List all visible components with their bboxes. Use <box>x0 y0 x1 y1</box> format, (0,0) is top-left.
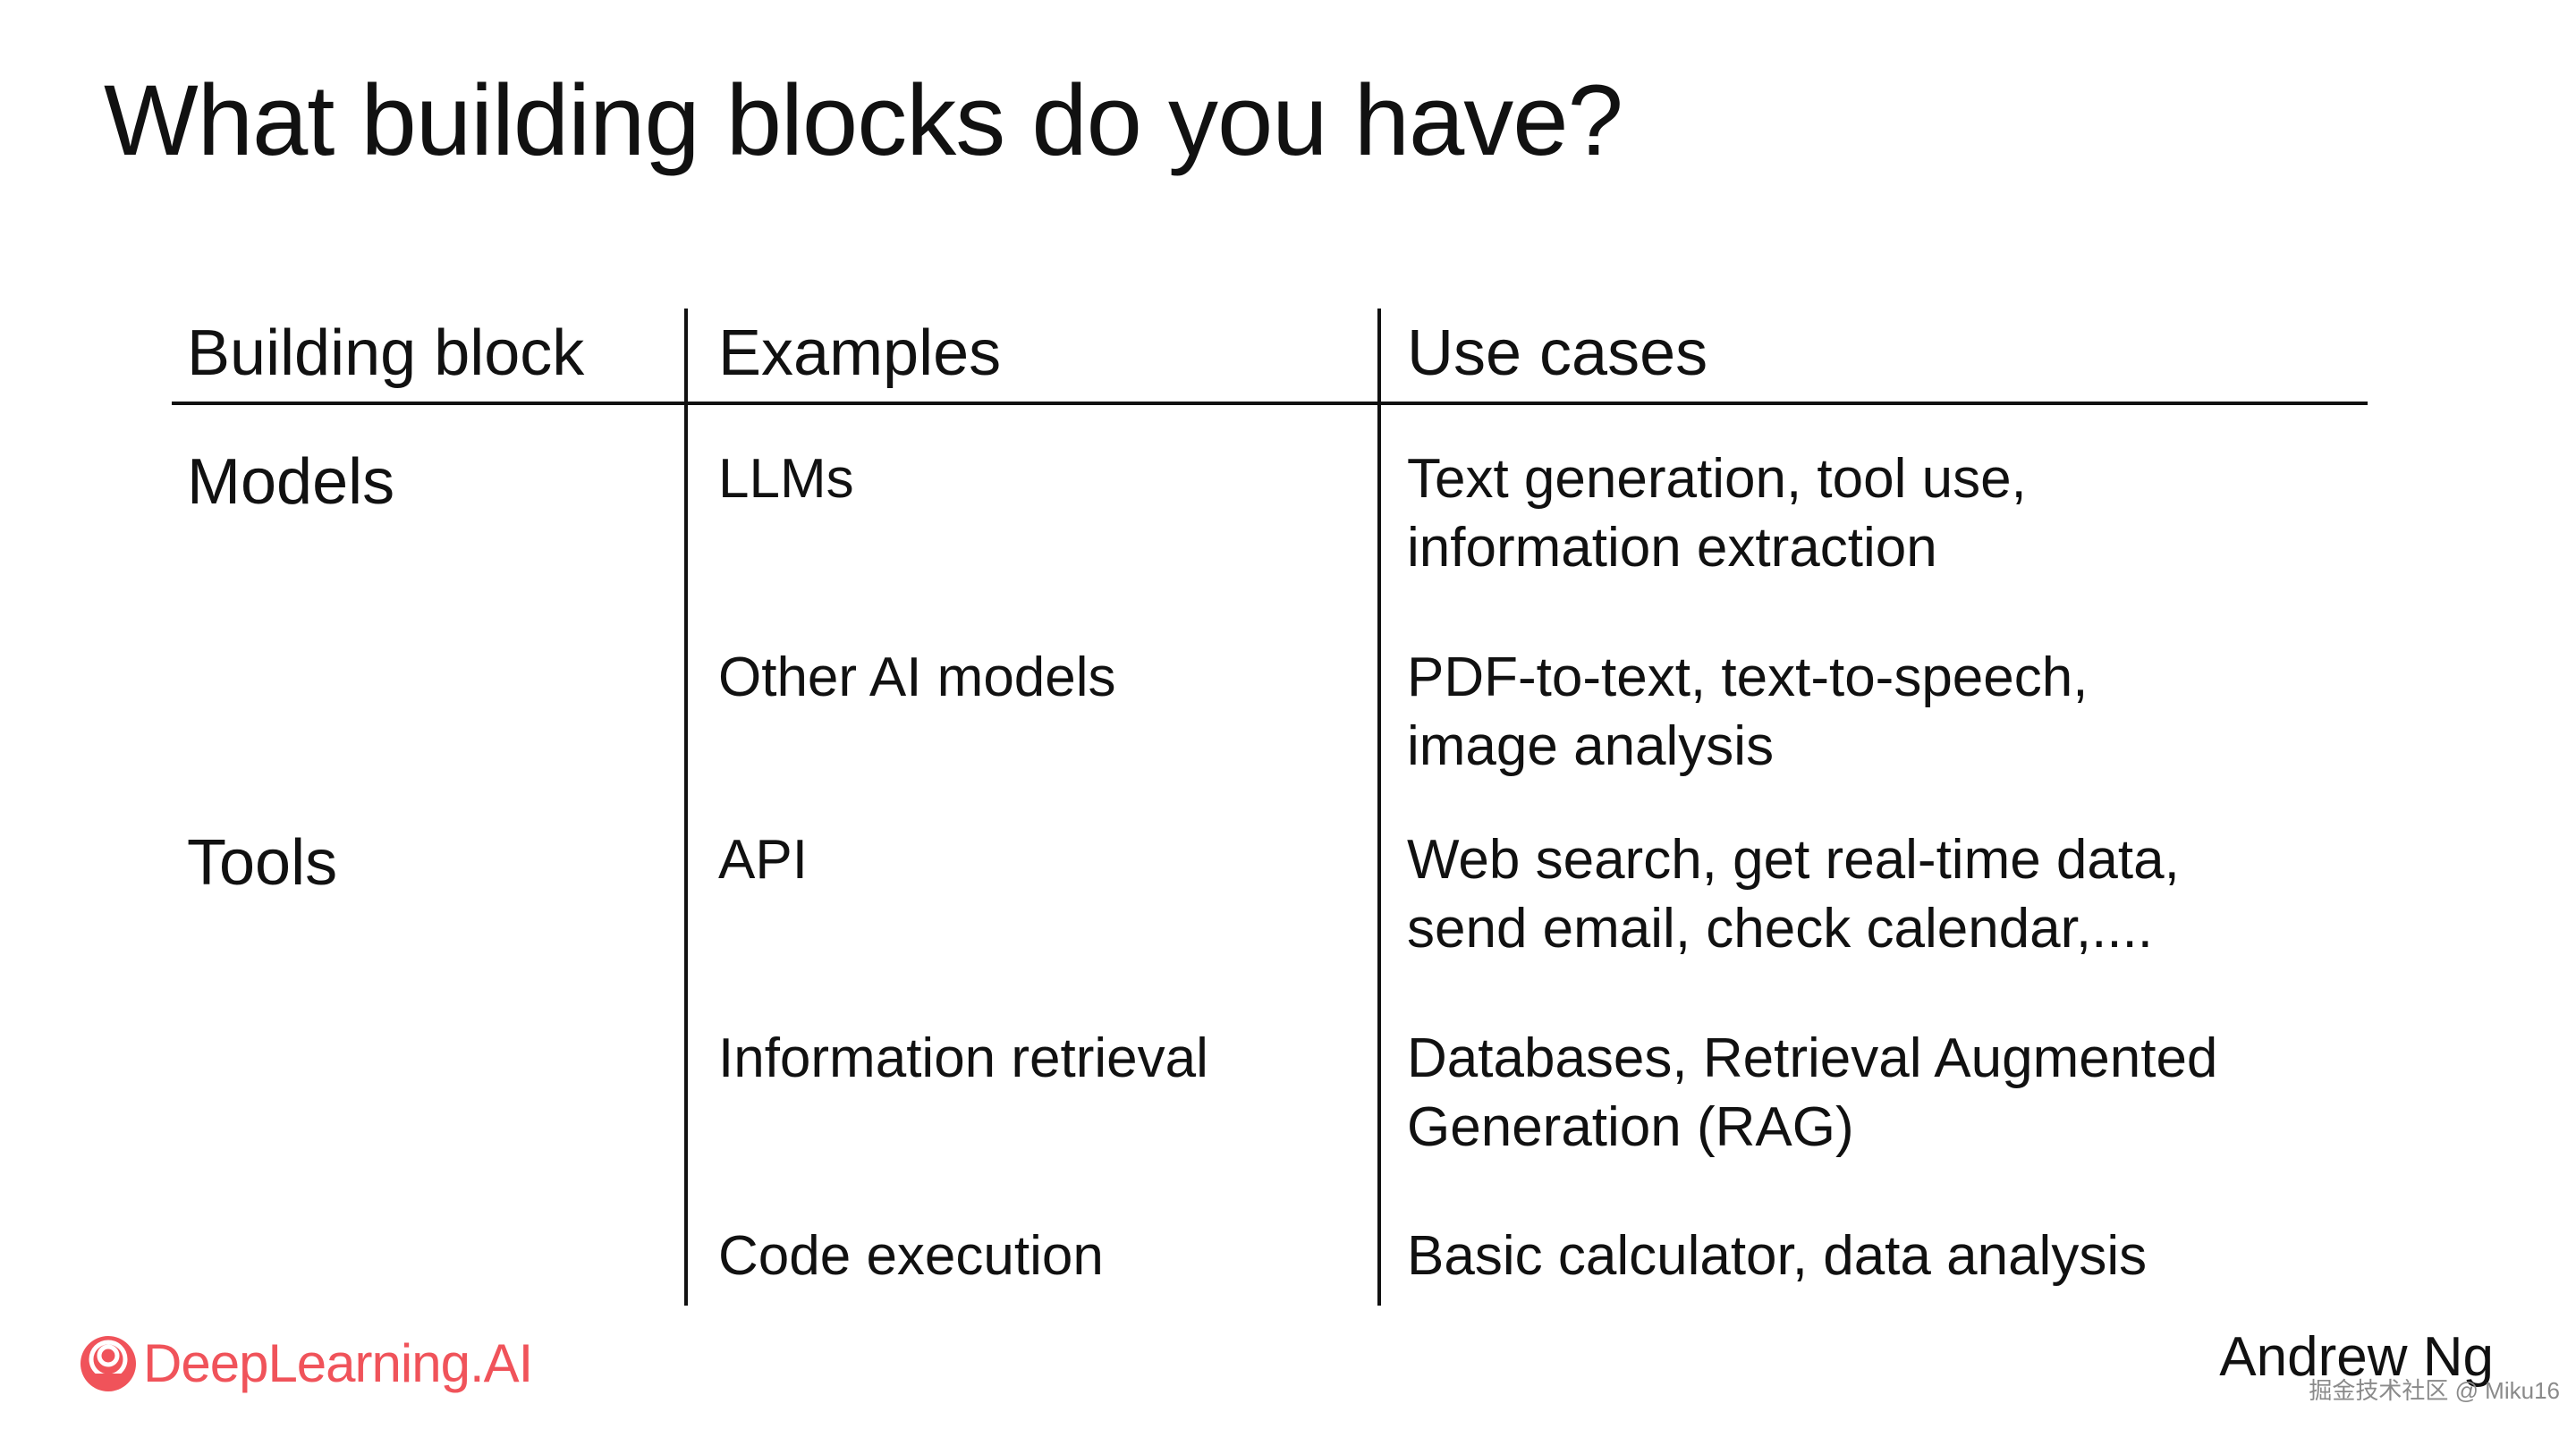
deeplearning-logo-icon <box>80 1336 136 1391</box>
slide-title: What building blocks do you have? <box>104 64 1623 176</box>
watermark: 掘金技术社区 @ Miku16 <box>2309 1377 2560 1404</box>
group-name-tools: Tools <box>187 827 338 899</box>
group-name-models: Models <box>187 446 395 518</box>
header-divider <box>172 402 2368 405</box>
example-api: API <box>718 829 808 891</box>
use-case-line: PDF-to-text, text-to-speech, <box>1407 647 2089 708</box>
use-case-line: send email, check calendar,.... <box>1407 898 2154 960</box>
brand-name: DeepLearning.AI <box>143 1333 533 1393</box>
use-case-line: Text generation, tool use, <box>1407 448 2027 510</box>
use-case-line: information extraction <box>1407 517 1937 579</box>
example-code-execution: Code execution <box>718 1225 1104 1287</box>
example-llms: LLMs <box>718 448 854 510</box>
header-examples: Examples <box>718 317 1002 389</box>
brand-logo: DeepLearning.AI <box>79 1328 533 1399</box>
building-blocks-table: Building block Examples Use cases Models… <box>172 309 2368 1306</box>
use-case-line: Basic calculator, data analysis <box>1407 1225 2148 1287</box>
use-case-line: Databases, Retrieval Augmented <box>1407 1027 2218 1089</box>
column-divider-2 <box>1377 309 1381 1306</box>
use-case-line: Web search, get real-time data, <box>1407 829 2180 891</box>
example-other-ai-models: Other AI models <box>718 647 1116 708</box>
column-divider-1 <box>684 309 688 1306</box>
use-case-line: image analysis <box>1407 715 1775 777</box>
header-building-block: Building block <box>187 317 585 389</box>
header-use-cases: Use cases <box>1407 317 1708 389</box>
example-information-retrieval: Information retrieval <box>718 1027 1208 1089</box>
use-case-line: Generation (RAG) <box>1407 1096 1854 1158</box>
author-name: Andrew Ng <box>2219 1326 2494 1388</box>
